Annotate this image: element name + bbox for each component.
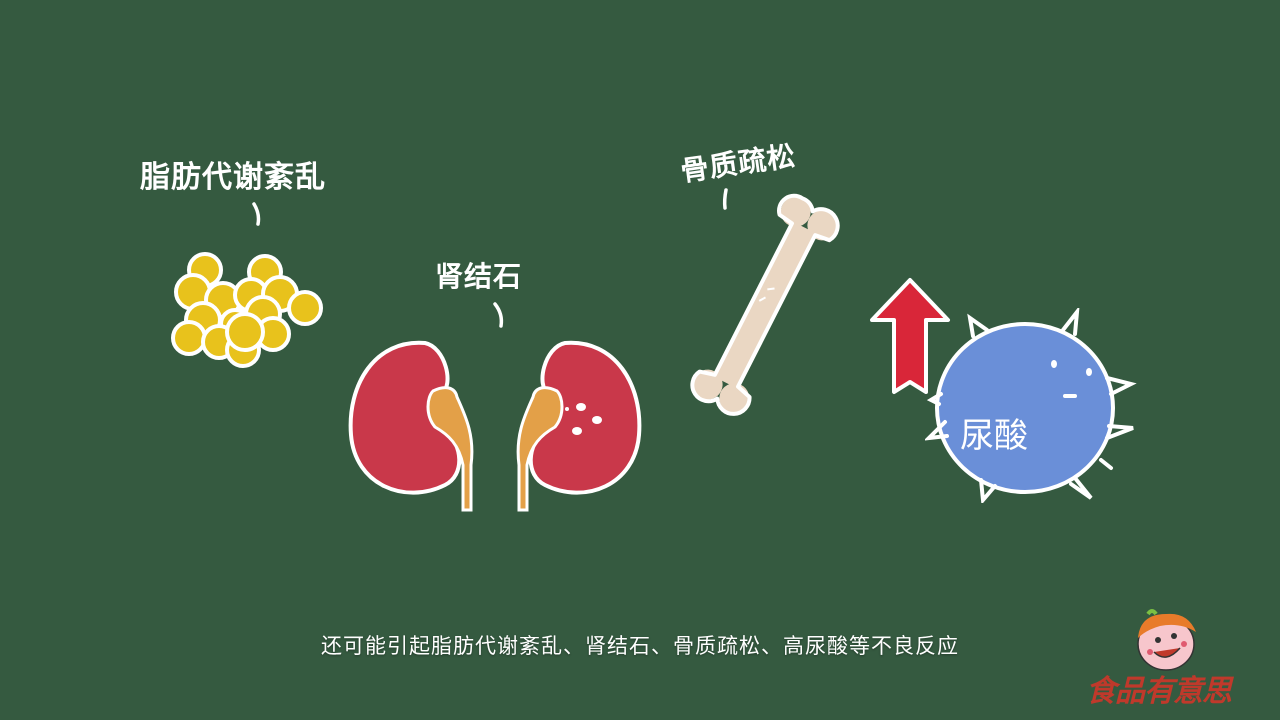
up-arrow-icon	[870, 278, 950, 394]
video-subtitle: 还可能引起脂肪代谢紊乱、肾结石、骨质疏松、高尿酸等不良反应	[321, 634, 959, 658]
kidney-stones-label: 肾结石	[435, 260, 523, 293]
kidneys-icon	[348, 340, 642, 512]
bone-icon	[690, 193, 840, 416]
uric-acid-ball-icon	[925, 308, 1137, 503]
pointer-tick	[493, 302, 504, 328]
brand-logo-text: 食品有意思	[1086, 674, 1232, 709]
uric-acid-label: 尿酸	[960, 416, 1028, 456]
lipid-metabolism-label: 脂肪代谢紊乱	[140, 160, 326, 195]
pointer-tick	[252, 202, 261, 226]
fat-cells-icon	[171, 252, 323, 368]
brand-logo: 食品有意思	[1082, 604, 1262, 709]
pointer-tick	[722, 188, 728, 210]
mascot-face-icon	[1137, 609, 1196, 671]
osteoporosis-label: 骨质疏松	[678, 139, 798, 188]
